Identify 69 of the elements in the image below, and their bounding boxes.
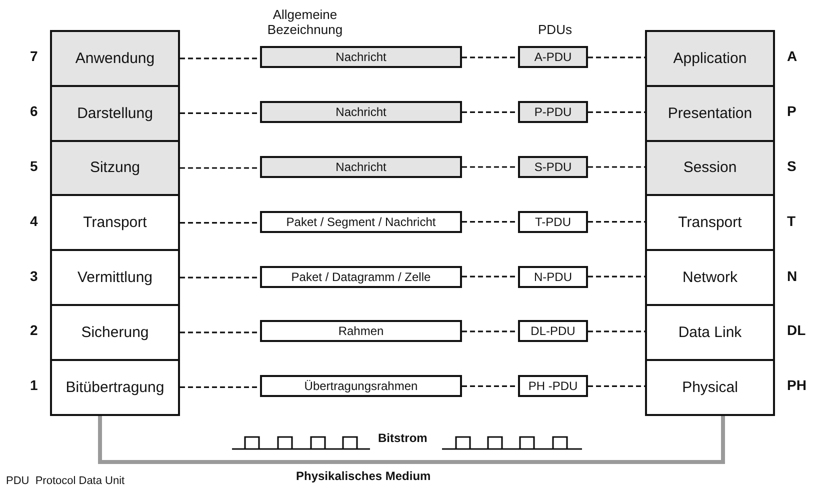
layer-designation: 4 xyxy=(30,212,38,229)
dashed-connector xyxy=(180,167,260,169)
data-unit-box: Nachricht xyxy=(260,101,462,124)
layer-designation: 7 xyxy=(30,48,38,64)
pdu-box: P-PDU xyxy=(518,101,588,124)
dashed-connector xyxy=(180,386,260,388)
layer-box: Presentation xyxy=(645,84,775,142)
dashed-connector xyxy=(180,58,260,60)
dashed-connector xyxy=(588,330,645,332)
layer-box: Sicherung xyxy=(50,304,180,361)
data-unit-box: Paket / Segment / Nachricht xyxy=(260,210,462,233)
pdu-box: DL-PDU xyxy=(518,320,588,342)
dashed-connector xyxy=(462,385,518,387)
layer-designation: 6 xyxy=(30,103,38,120)
layer-designation: N xyxy=(787,268,798,284)
layer-designation: DL xyxy=(787,322,806,338)
pdu-box: N-PDU xyxy=(518,266,588,288)
dashed-connector xyxy=(462,221,518,223)
pdu-box: T-PDU xyxy=(518,210,588,233)
layer-box: Anwendung xyxy=(50,30,180,87)
pdu-box: S-PDU xyxy=(518,156,588,178)
dashed-connector xyxy=(462,166,518,168)
data-unit-box: Nachricht xyxy=(260,156,462,178)
layer-designation: 3 xyxy=(30,268,38,284)
dashed-connector xyxy=(180,276,260,278)
dashed-connector xyxy=(462,330,518,332)
layer-box: Session xyxy=(645,140,775,196)
data-unit-box: Nachricht xyxy=(260,46,462,68)
dashed-connector xyxy=(180,112,260,114)
dashed-connector xyxy=(588,221,645,223)
data-unit-box: Rahmen xyxy=(260,320,462,342)
bitstream-label: Bitstrom xyxy=(378,432,428,446)
medium-label: Physikalisches Medium xyxy=(296,470,432,484)
dashed-connector xyxy=(180,332,260,334)
layer-designation: A xyxy=(787,48,798,64)
dashed-connector xyxy=(588,276,645,278)
dashed-connector xyxy=(588,111,645,113)
dashed-connector xyxy=(462,276,518,278)
layer-designation: 2 xyxy=(30,322,38,338)
layer-designation: PH xyxy=(787,377,806,394)
data-unit-box: Übertragungsrahmen xyxy=(260,375,462,398)
layer-box: Application xyxy=(645,30,775,87)
column-heading: PDUs xyxy=(537,23,573,38)
dashed-connector xyxy=(588,385,645,387)
layer-box: Bitübertragung xyxy=(50,358,180,416)
layer-box: Darstellung xyxy=(50,84,180,142)
layer-designation: T xyxy=(787,212,796,229)
dashed-connector xyxy=(462,111,518,113)
abbreviation-note: PDU Protocol Data Unit xyxy=(6,475,126,488)
dashed-connector xyxy=(462,56,518,58)
layer-box: Transport xyxy=(645,194,775,252)
physical-medium-line xyxy=(98,416,725,464)
column-heading: Allgemeine Bezeichnung xyxy=(266,8,344,38)
layer-designation: P xyxy=(787,103,796,120)
layer-designation: 1 xyxy=(30,377,38,394)
data-unit-box: Paket / Datagramm / Zelle xyxy=(260,266,462,288)
layer-box: Transport xyxy=(50,194,180,252)
layer-designation: 5 xyxy=(30,158,38,174)
layer-box: Physical xyxy=(645,358,775,416)
dashed-connector xyxy=(588,166,645,168)
layer-designation: S xyxy=(787,158,796,174)
pdu-box: PH -PDU xyxy=(518,375,588,398)
layer-box: Network xyxy=(645,249,775,306)
layer-box: Sitzung xyxy=(50,140,180,196)
layer-box: Vermittlung xyxy=(50,249,180,306)
dashed-connector xyxy=(588,56,645,58)
layer-box: Data Link xyxy=(645,304,775,361)
pdu-box: A-PDU xyxy=(518,46,588,68)
dashed-connector xyxy=(180,222,260,224)
